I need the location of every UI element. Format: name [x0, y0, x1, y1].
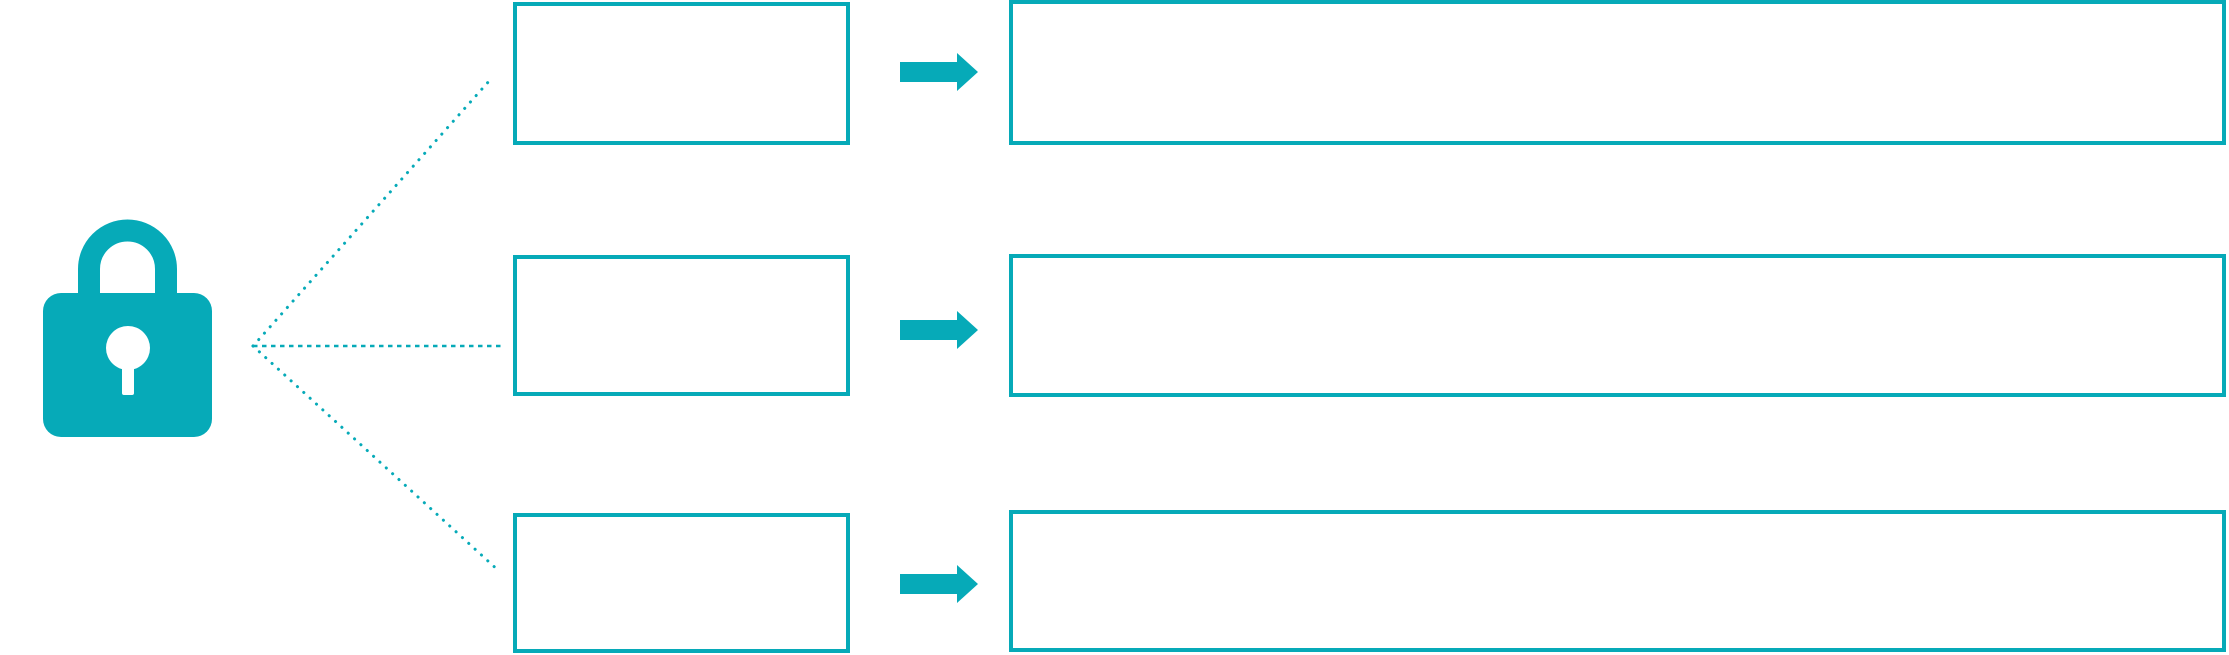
source-box-1	[513, 2, 850, 145]
target-box-2	[1009, 254, 2226, 397]
padlock-icon	[43, 219, 212, 437]
padlock-shackle	[78, 219, 177, 303]
dashed-connector-bottom	[251, 344, 502, 574]
right-arrow-icon	[900, 53, 978, 91]
right-arrow-shape	[900, 565, 978, 603]
right-arrow-icon	[900, 565, 978, 603]
right-arrow-shape	[900, 311, 978, 349]
source-box-3	[513, 513, 850, 653]
padlock-keyhole-stem	[122, 348, 134, 395]
target-box-1	[1009, 0, 2226, 145]
right-arrow-shape	[900, 53, 978, 91]
source-box-2	[513, 255, 850, 396]
right-arrow-icon	[900, 311, 978, 349]
dashed-connector-top	[251, 78, 492, 348]
target-box-3	[1009, 510, 2226, 652]
